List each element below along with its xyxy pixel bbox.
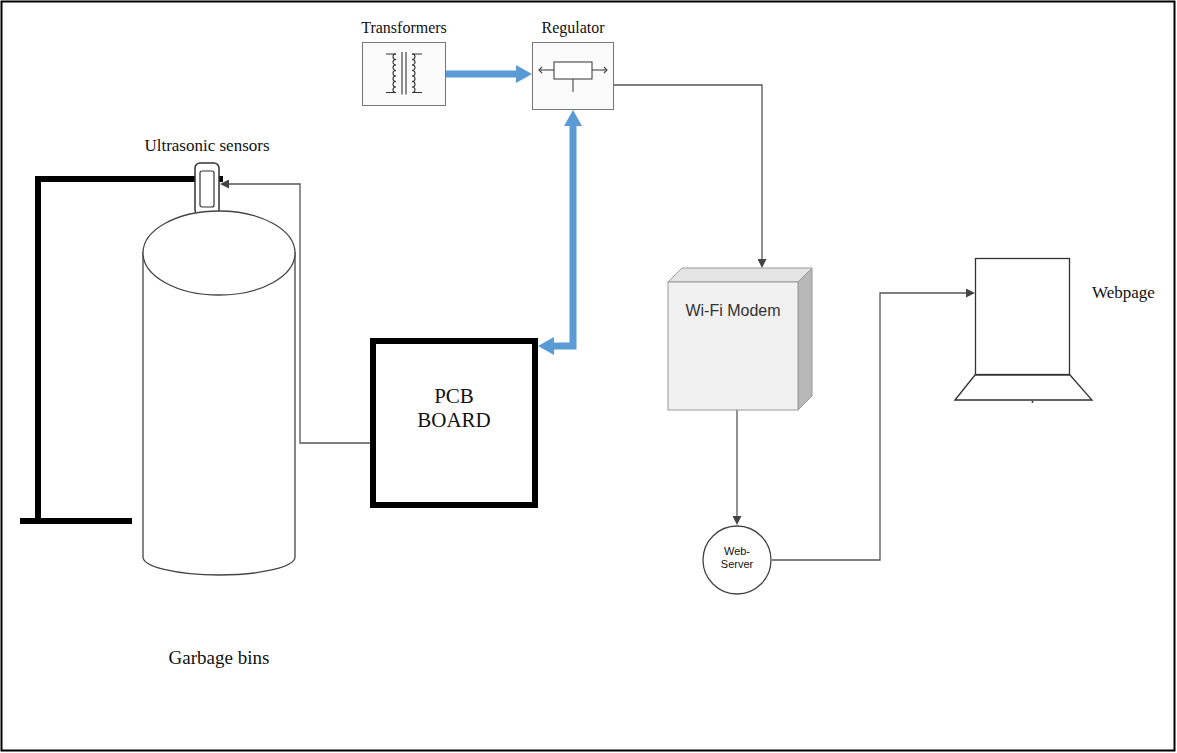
wifi-modem: Wi-Fi Modem	[668, 268, 812, 410]
server-label: Web-Server	[714, 545, 760, 570]
transformer-box: Transformers	[362, 42, 446, 106]
transformer-box-outline	[362, 42, 446, 106]
block-label: Transformers	[361, 19, 447, 37]
webpage-laptop: Webpage	[975, 258, 1070, 375]
garbage-bin-outline	[142, 210, 296, 575]
garbage-bin: Garbage bins	[142, 210, 296, 575]
signal-line	[736, 410, 737, 516]
regulator-box: Regulator	[532, 42, 614, 110]
block-label: Regulator	[541, 19, 604, 37]
web-server: Web-Server	[702, 525, 772, 595]
wifi-modem-outline	[668, 268, 812, 410]
regulator-box-outline	[532, 42, 614, 110]
webpage-laptop-outline	[975, 258, 1070, 375]
bin-label: Garbage bins	[169, 647, 270, 669]
modem-label: Wi-Fi Modem	[683, 302, 783, 320]
power-arrow	[554, 126, 573, 346]
laptop-label: Webpage	[1092, 283, 1155, 303]
power-arrow	[446, 71, 516, 78]
ultrasonic-sensor-outline	[194, 162, 220, 216]
board-label: PCB BOARD	[411, 384, 497, 432]
signal-line	[614, 85, 762, 259]
pcb-board: PCB BOARD	[370, 338, 538, 508]
ultrasonic-sensor: Ultrasonic sensors	[194, 162, 220, 216]
sensor-label: Ultrasonic sensors	[144, 136, 269, 156]
